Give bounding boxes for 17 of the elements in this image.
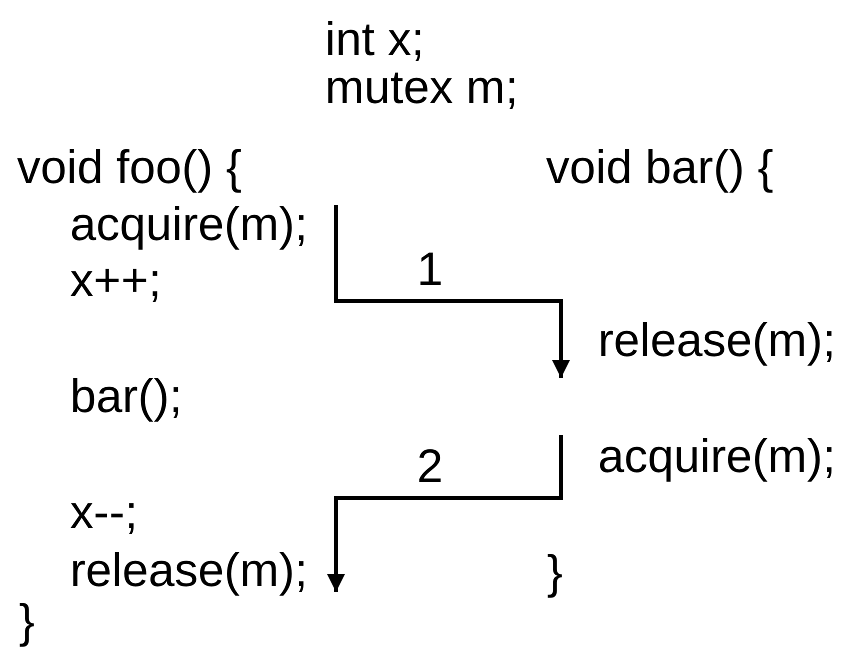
code-line: void foo() { [17,143,242,191]
code-line: release(m); [70,545,336,595]
code-line: mutex m; [325,63,518,111]
code-line: } [547,548,563,596]
edge-label: 1 [416,244,444,294]
code-line: release(m); [555,315,847,378]
arrow [334,205,570,378]
code-line: int x; [325,15,424,63]
arrow [327,435,563,592]
code-line: void bar() { [546,143,774,191]
code-line: x--; [70,488,138,536]
code-line: acquire(m); [70,199,336,249]
code-line: } [19,597,35,645]
code-line: x++; [70,256,162,304]
edge-label: 2 [416,441,444,491]
code-line: bar(); [70,372,182,420]
code-line: acquire(m); [555,431,847,481]
